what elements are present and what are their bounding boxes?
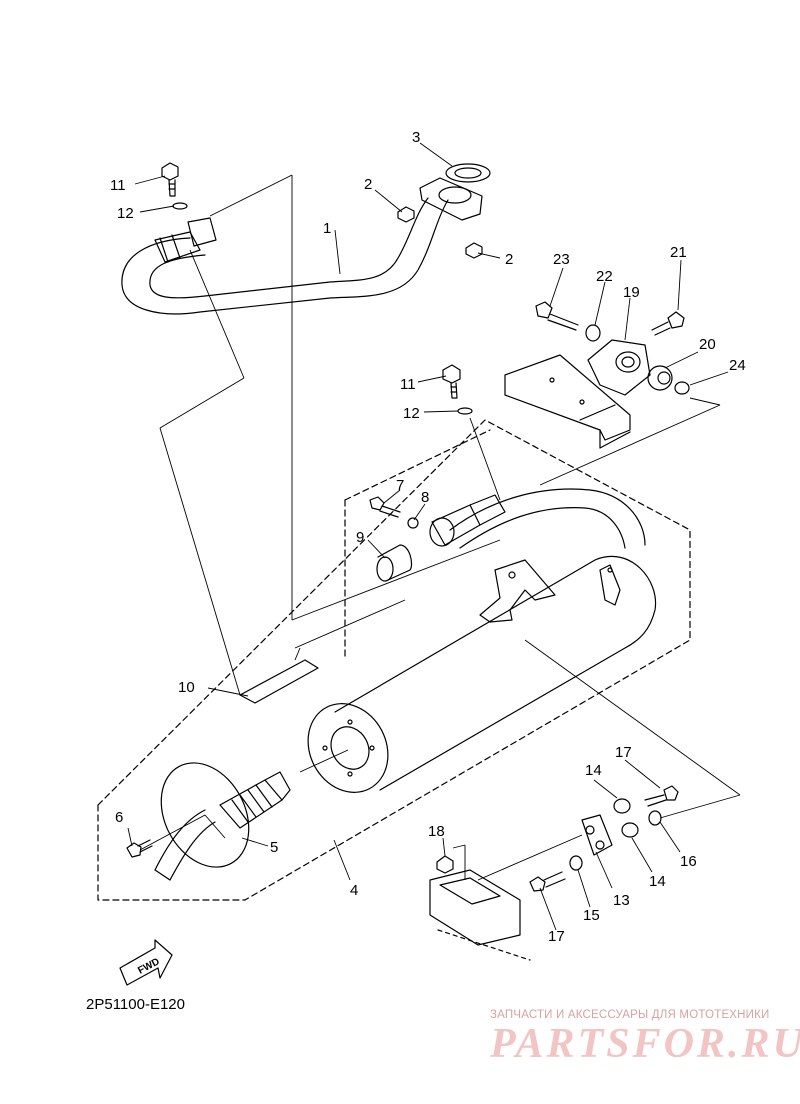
callout-8: 8 (421, 489, 429, 506)
callout-10: 10 (178, 679, 195, 696)
callout-24: 24 (729, 357, 746, 374)
callout-labels: 11 12 1 2 3 2 23 22 19 21 20 24 11 12 7 … (110, 129, 746, 945)
callout-23: 23 (553, 251, 570, 268)
bolt (535, 301, 579, 331)
callout-12: 12 (117, 205, 134, 222)
damper (647, 365, 673, 391)
gasket (376, 544, 413, 582)
callout-11: 11 (110, 177, 126, 194)
callout-14: 14 (585, 762, 602, 779)
damper-plate (239, 659, 319, 704)
callout-19: 19 (623, 284, 640, 301)
bolt (529, 871, 566, 892)
callout-22: 22 (596, 268, 613, 285)
callout-17: 17 (548, 928, 565, 945)
washer (569, 855, 583, 871)
washer (457, 407, 473, 415)
bolt (369, 496, 401, 518)
callout-16: 16 (680, 853, 697, 870)
washer (648, 810, 662, 826)
callout-3: 3 (412, 129, 420, 146)
diagram-code: 2P51100-E120 (86, 996, 185, 1013)
clamp (429, 494, 506, 547)
callout-13: 13 (613, 892, 630, 909)
callout-7: 7 (396, 477, 404, 494)
callout-17: 17 (615, 744, 632, 761)
collar (674, 381, 690, 395)
callout-2: 2 (505, 251, 513, 268)
bolt (644, 785, 679, 807)
callout-20: 20 (699, 336, 716, 353)
collar (613, 798, 639, 838)
callout-6: 6 (115, 809, 123, 826)
callout-18: 18 (428, 823, 445, 840)
screw (126, 839, 153, 858)
callout-5: 5 (270, 839, 278, 856)
exhaust-pipe (121, 177, 483, 315)
callout-12: 12 (403, 405, 420, 422)
muffler-bracket-frame (504, 354, 631, 449)
callout-21: 21 (670, 244, 687, 261)
callout-11: 11 (400, 376, 416, 393)
leader-lines (127, 142, 741, 931)
damper (581, 814, 613, 856)
bolt (161, 162, 179, 197)
fwd-arrow-icon (119, 939, 173, 986)
muffler-inlet-pipe (449, 488, 646, 549)
spark-arrester (154, 762, 291, 881)
callout-15: 15 (583, 907, 600, 924)
bolt (651, 311, 685, 336)
washer (585, 324, 601, 342)
washer (407, 517, 419, 529)
washer (172, 202, 188, 210)
nut (436, 855, 454, 874)
callout-14: 14 (649, 873, 666, 890)
callout-1: 1 (323, 220, 331, 237)
callout-2: 2 (364, 176, 372, 193)
gasket (445, 163, 491, 183)
watermark-tagline: ЗАПЧАСТИ И АКСЕССУАРЫ ДЛЯ МОТОТЕХНИКИ (490, 1009, 770, 1021)
bolt (442, 364, 461, 399)
frame-bracket (429, 869, 531, 961)
callout-4: 4 (350, 882, 358, 899)
bracket (587, 339, 651, 396)
callout-9: 9 (356, 529, 364, 546)
muffler-assembly-box (97, 419, 691, 901)
watermark-logo: PARTSFOR.RU (490, 1021, 800, 1067)
